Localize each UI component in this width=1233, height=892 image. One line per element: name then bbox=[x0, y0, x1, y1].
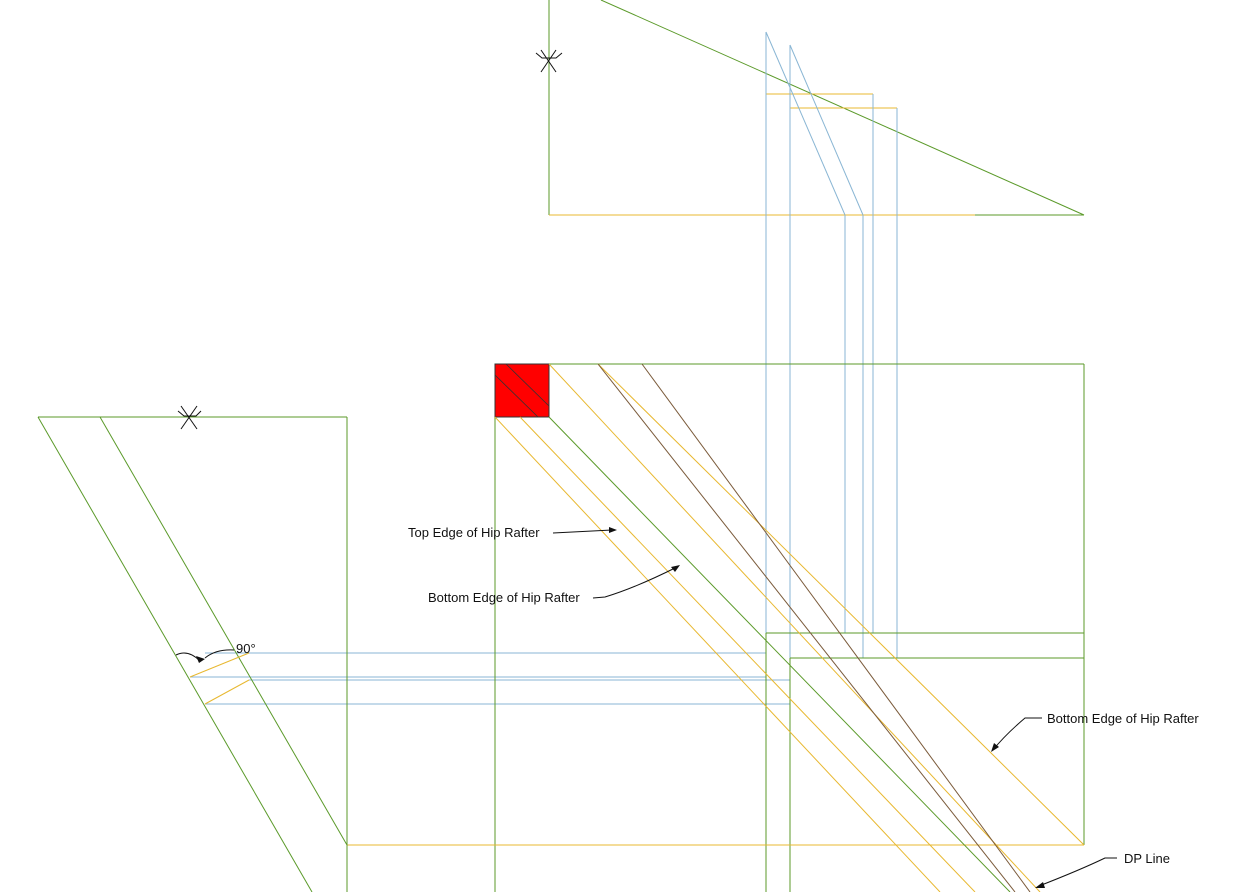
angle-annotation: 90° bbox=[175, 641, 256, 663]
top-elevation bbox=[535, 0, 1085, 216]
bottom-edge-label: Bottom Edge of Hip Rafter bbox=[428, 590, 580, 605]
callout-top-edge: Top Edge of Hip Rafter bbox=[408, 525, 617, 540]
corner-post bbox=[494, 363, 550, 418]
bottom-edge-label: Bottom Edge of Hip Rafter bbox=[1047, 711, 1199, 726]
top-edge-label: Top Edge of Hip Rafter bbox=[408, 525, 540, 540]
callout-dp-line: DP Line bbox=[1035, 851, 1170, 888]
ridge-symbol-icon bbox=[177, 405, 202, 430]
plan-view bbox=[347, 363, 1085, 892]
projection-lines bbox=[190, 31, 898, 892]
left-elevation bbox=[37, 405, 348, 892]
callout-bottom-edge-1: Bottom Edge of Hip Rafter bbox=[428, 565, 680, 605]
angle-label: 90° bbox=[236, 641, 256, 656]
ridge-symbol-icon bbox=[535, 49, 563, 73]
dp-line-label: DP Line bbox=[1124, 851, 1170, 866]
callout-bottom-edge-2: Bottom Edge of Hip Rafter bbox=[991, 711, 1199, 752]
